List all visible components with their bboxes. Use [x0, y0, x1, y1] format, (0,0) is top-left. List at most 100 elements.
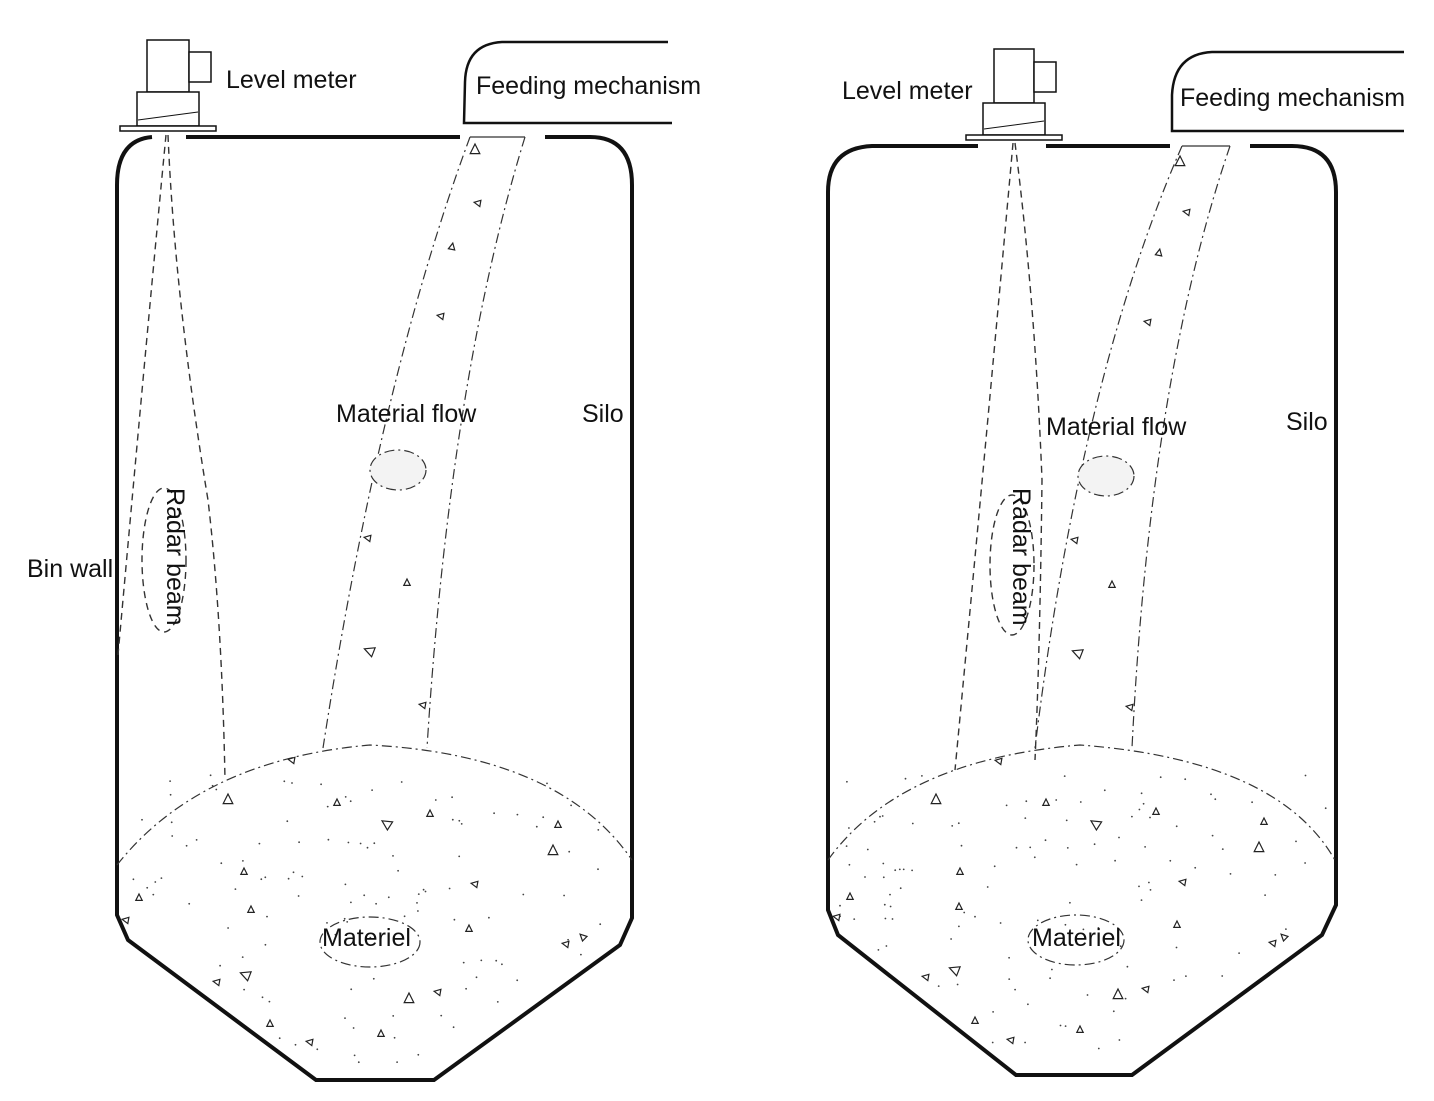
particle-dot	[1059, 1024, 1062, 1027]
particle-triangle	[1253, 840, 1265, 853]
material-flow-left-edge	[322, 136, 471, 749]
particle-dot	[264, 876, 267, 879]
particle-dot	[372, 977, 375, 980]
particle-dot	[448, 887, 451, 890]
particle-dot	[1111, 938, 1114, 941]
particle-dot	[371, 789, 373, 791]
particle-dot	[951, 825, 954, 827]
particle-dot	[1285, 928, 1287, 930]
label-feeding-mechanism: Feeding mechanism	[476, 72, 702, 100]
particle-dot	[1149, 816, 1151, 819]
particle-dot	[242, 860, 244, 862]
meter-body	[136, 91, 200, 127]
feeding-mechanism-outline	[1170, 50, 1404, 133]
particle-dot	[209, 774, 212, 777]
particle-dot	[1066, 847, 1069, 849]
particle-dot	[359, 842, 362, 845]
particle-dot	[1118, 836, 1120, 839]
particle-dot	[898, 868, 901, 871]
particle-triangle	[1071, 649, 1085, 660]
particle-dot	[278, 1037, 281, 1040]
particle-triangle	[376, 1028, 386, 1038]
particle-dot	[458, 855, 461, 858]
label-materiel: Materiel	[322, 924, 411, 952]
particle-dot	[889, 893, 891, 896]
particle-dot	[937, 985, 940, 987]
right-silo-panel	[826, 48, 1404, 1077]
particle-dot	[266, 915, 268, 918]
particle-dot	[452, 1026, 455, 1029]
particle-dot	[1295, 840, 1297, 843]
particle-dot	[243, 988, 246, 991]
label-level-meter: Level meter	[842, 77, 973, 105]
label-silo: Silo	[1286, 408, 1328, 436]
particle-dot	[1093, 843, 1096, 846]
particle-triangle	[1259, 816, 1269, 826]
particle-dot	[227, 927, 230, 929]
material-flow-ellipse	[1077, 455, 1135, 497]
particle-triangle	[239, 971, 253, 982]
meter-head	[146, 39, 190, 93]
particle-dot	[141, 818, 143, 821]
particle-dot	[132, 878, 135, 881]
meter-body-line	[137, 111, 199, 121]
particle-dot	[1064, 1025, 1067, 1027]
particle-dot	[350, 901, 352, 904]
radar-beam-right-edge	[1014, 142, 1043, 761]
particle-dot	[873, 820, 876, 823]
particle-triangle	[464, 923, 474, 933]
particle-dot	[1175, 946, 1178, 949]
label-feeding-mechanism: Feeding mechanism	[1180, 84, 1406, 112]
particle-dot	[1065, 819, 1068, 822]
particle-dot	[392, 855, 394, 857]
particle-dot	[597, 868, 599, 871]
particle-dot	[334, 933, 337, 936]
particle-triangle	[469, 142, 481, 155]
particle-dot	[986, 886, 989, 888]
particle-dot	[956, 983, 959, 986]
particle-dot	[220, 862, 223, 865]
particle-dot	[1221, 975, 1224, 977]
particle-dot	[993, 865, 996, 868]
left-silo-panel	[115, 39, 672, 1082]
particle-dot	[882, 862, 885, 865]
meter-connector	[1033, 61, 1057, 93]
particle-dot	[292, 871, 295, 874]
particle-triangle	[265, 1018, 275, 1028]
particle-triangle	[1112, 987, 1124, 1000]
particle-dot	[344, 1017, 346, 1019]
particle-dot	[416, 902, 418, 904]
particle-dot	[1005, 804, 1008, 807]
particle-dot	[393, 1036, 396, 1039]
particle-dot	[921, 775, 923, 777]
particle-dot	[1238, 952, 1240, 954]
particle-dot	[211, 784, 214, 787]
particle-dot	[1126, 965, 1129, 968]
particle-triangle	[472, 199, 482, 208]
particle-dot	[885, 945, 888, 947]
particle-dot	[346, 921, 349, 923]
particle-triangle	[402, 577, 412, 587]
materiel-ellipse	[319, 916, 421, 968]
particle-dot	[911, 869, 913, 872]
materiel-pile	[827, 744, 1337, 966]
particle-dot	[1036, 919, 1039, 922]
particle-dot	[480, 959, 483, 962]
particle-dot	[877, 949, 880, 951]
particle-triangle	[425, 808, 435, 818]
particle-dot	[400, 781, 403, 783]
material-flow-right-edge	[426, 136, 526, 749]
particle-dot	[1103, 789, 1106, 792]
meter-flange	[965, 134, 1063, 141]
radar-beam	[117, 134, 226, 781]
particle-dot	[884, 917, 887, 920]
particle-dot	[891, 918, 894, 920]
particle-dot	[1008, 956, 1010, 959]
label-radar-beam: Radar beam	[161, 488, 189, 626]
particle-dot	[453, 918, 456, 921]
radar-beam-left-edge	[954, 142, 1014, 771]
particle-dot	[999, 922, 1002, 924]
particle-dot	[1118, 1039, 1121, 1041]
particle-dot	[1169, 859, 1172, 862]
